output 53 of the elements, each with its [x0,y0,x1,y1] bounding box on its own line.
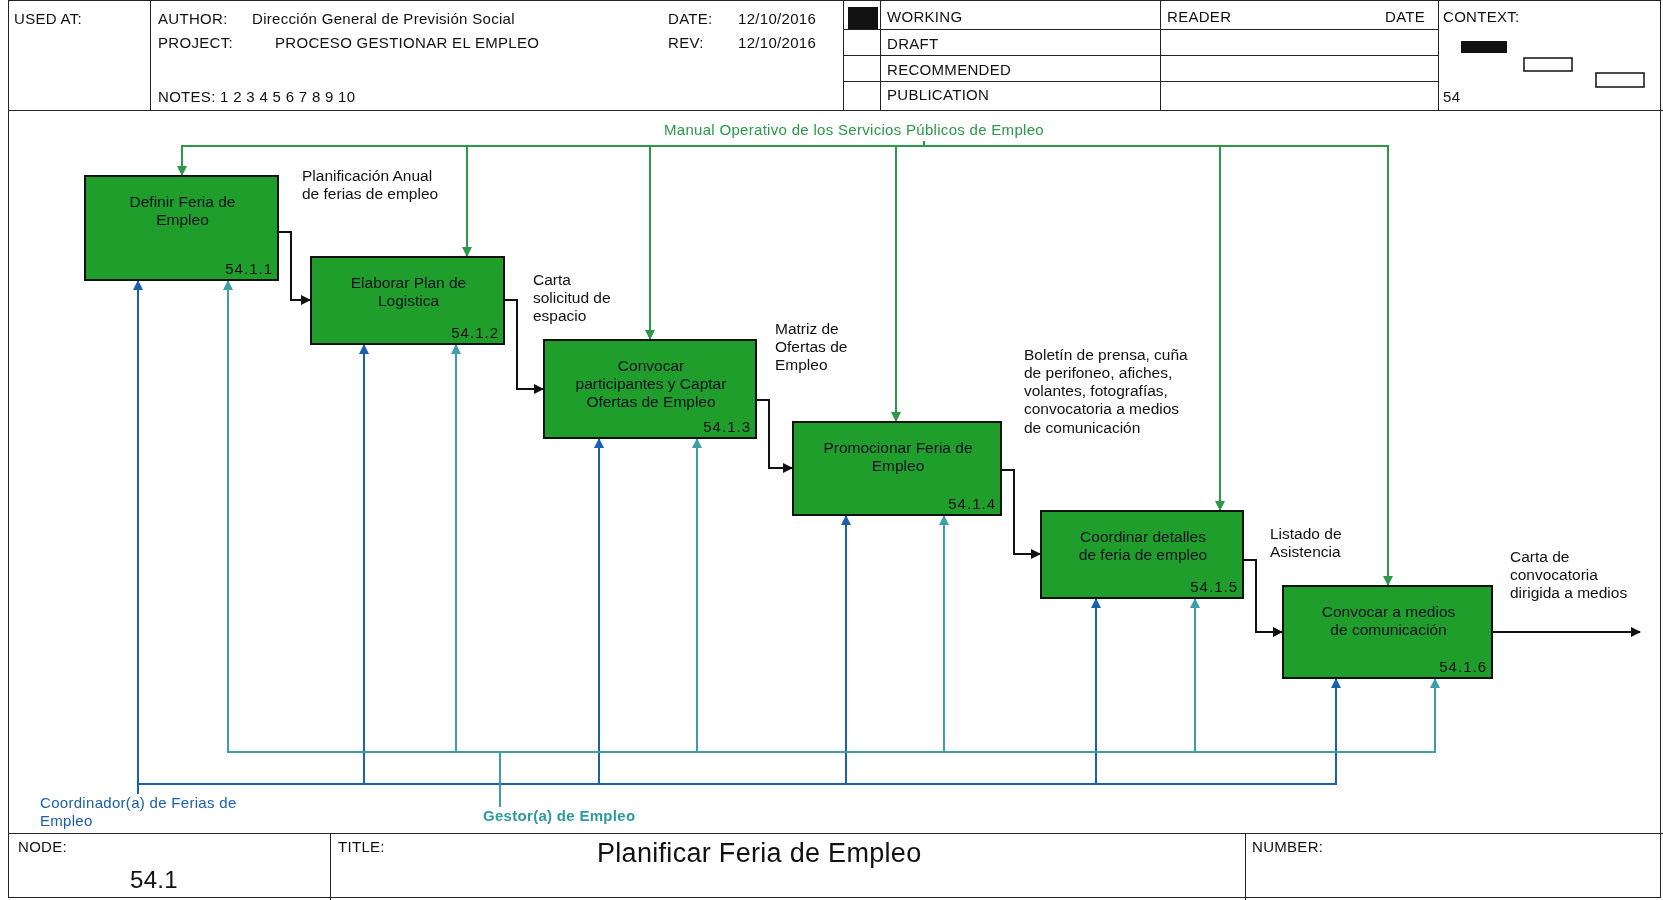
form-label: DATE [1385,8,1426,25]
form-label: CONTEXT: [1443,8,1520,25]
arrow [278,231,311,305]
form-label: READER [1167,8,1232,25]
edge-label: Planificación Anual de ferias de empleo [302,167,440,204]
activity-number: 54.1.6 [1439,658,1487,675]
form-label: PROCESO GESTIONAR EL EMPLEO [275,34,540,51]
activity-name: Promocionar Feria de Empleo [822,439,974,475]
form-label: 54 [1443,88,1461,105]
activity-number: 54.1.4 [948,495,996,512]
arrow [1492,627,1641,637]
form-label: NOTES: 1 2 3 4 5 6 7 8 9 10 [158,88,356,105]
form-label: 12/10/2016 [738,34,817,51]
form-label: AUTHOR: [158,10,228,27]
activity-box [792,421,1002,516]
edge-label: Boletín de prensa, cuña de perifoneo, afiches, volantes, fotografías, convocatoria a medios de comunicación [1024,346,1189,437]
arrow [756,399,793,473]
form-label: 12/10/2016 [738,10,817,27]
activity-box [1282,585,1493,679]
activity-name: Definir Feria de Empleo [128,193,237,229]
form-label: NUMBER: [1252,838,1324,855]
form-label: DRAFT [887,35,939,52]
activity-box [310,256,505,345]
arrow [1001,469,1041,559]
form-label: 54.1 [130,866,178,894]
diagram-title: Planificar Feria de Empleo [597,838,922,869]
activity-name: Coordinar detalles de feria de empleo [1077,528,1209,564]
edge-label: Carta de convocatoria dirigida a medios [1510,548,1629,603]
activity-number: 54.1.1 [225,260,273,277]
form-label: REV: [668,34,704,51]
activity-number: 54.1.5 [1190,578,1238,595]
activity-box [84,175,279,281]
form-label: PUBLICATION [887,86,990,103]
arrow [504,299,544,394]
activity-name: Convocar participantes y Captar Ofertas de Empleo [574,357,728,411]
form-label: WORKING [887,8,963,25]
activity-box [1040,510,1244,599]
form-label: NODE: [18,838,67,855]
form-label: DATE: [668,10,713,27]
arrow [1243,559,1283,637]
edge-label: Listado de Asistencia [1270,525,1343,562]
edge-label: Matriz de Ofertas de Empleo [775,320,849,375]
form-label: TITLE: [338,838,385,855]
activity-name: Convocar a medios de comunicación [1320,603,1457,639]
activity-number: 54.1.2 [451,324,499,341]
edge-label: Carta solicitud de espacio [533,271,612,326]
form-label: USED AT: [14,10,82,27]
activity-name: Elaborar Plan de Logistica [349,274,468,310]
form-label: PROJECT: [158,34,233,51]
activity-number: 54.1.3 [703,418,751,435]
activity-box [543,339,757,439]
form-label: RECOMMENDED [887,61,1012,78]
form-label: Dirección General de Previsión Social [252,10,515,27]
